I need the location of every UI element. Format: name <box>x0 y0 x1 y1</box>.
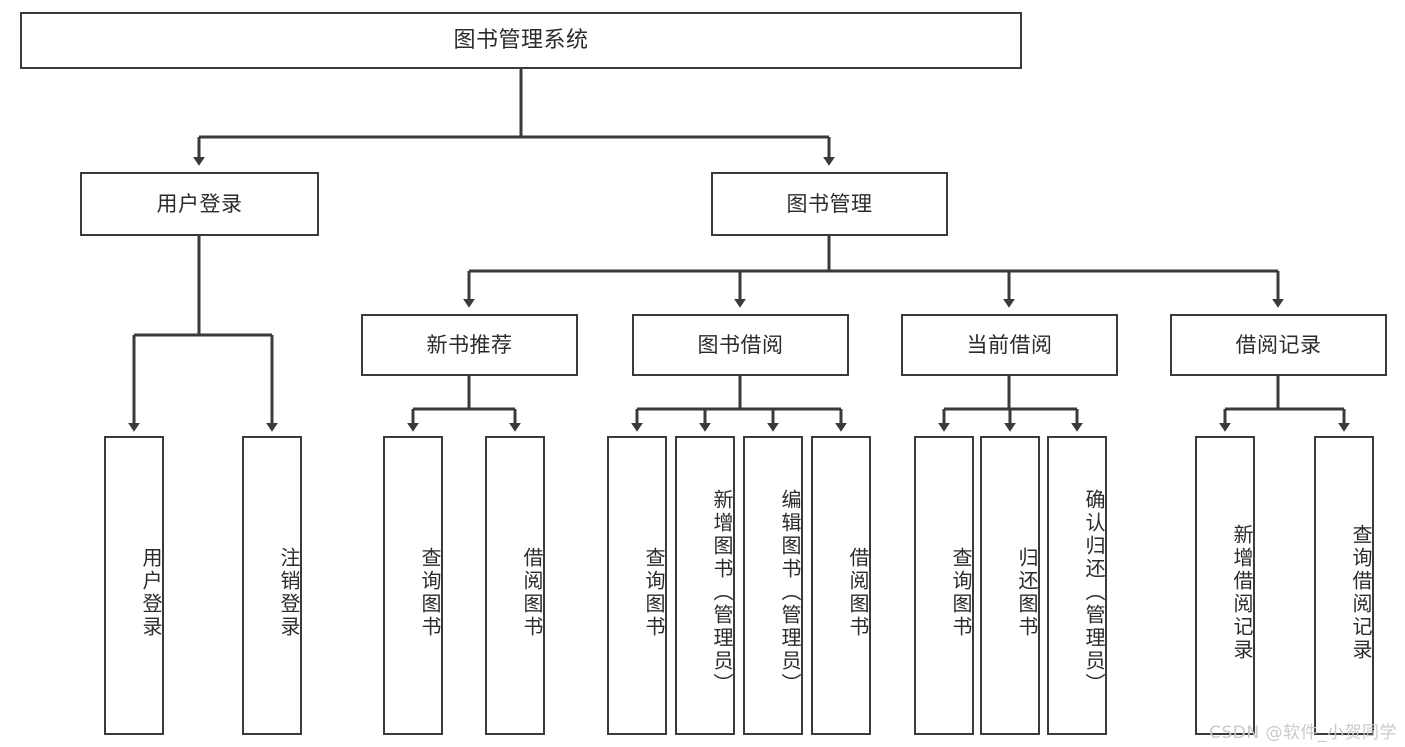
leaf-borrow-book-2[interactable]: 借阅图书 <box>811 436 871 735</box>
leaf-logout[interactable]: 注销登录 <box>242 436 302 735</box>
leaf-logout-label: 注销登录 <box>277 546 301 639</box>
leaf-confirm-return-label: 确认归还（管理员） <box>1082 489 1106 696</box>
leaf-return-book[interactable]: 归还图书 <box>980 436 1040 735</box>
leaf-query-record-label: 查询借阅记录 <box>1349 523 1373 662</box>
leaf-add-record[interactable]: 新增借阅记录 <box>1195 436 1255 735</box>
leaf-query-book-3[interactable]: 查询图书 <box>914 436 974 735</box>
leaf-borrow-book-2-label: 借阅图书 <box>846 546 870 639</box>
node-book-management-label: 图书管理 <box>786 191 873 216</box>
leaf-query-book-1-label: 查询图书 <box>418 546 442 639</box>
node-borrow-record-label: 借阅记录 <box>1235 332 1322 357</box>
node-borrow-record[interactable]: 借阅记录 <box>1170 314 1387 376</box>
leaf-query-book-2-label: 查询图书 <box>642 546 666 639</box>
leaf-query-record[interactable]: 查询借阅记录 <box>1314 436 1374 735</box>
leaf-edit-book[interactable]: 编辑图书（管理员） <box>743 436 803 735</box>
leaf-edit-book-label: 编辑图书（管理员） <box>778 489 802 696</box>
node-user-login-label: 用户登录 <box>156 191 243 216</box>
node-book-borrow[interactable]: 图书借阅 <box>632 314 849 376</box>
leaf-add-record-label: 新增借阅记录 <box>1230 523 1254 662</box>
node-new-book-recommend[interactable]: 新书推荐 <box>361 314 578 376</box>
node-root-label: 图书管理系统 <box>453 27 589 53</box>
leaf-confirm-return[interactable]: 确认归还（管理员） <box>1047 436 1107 735</box>
leaf-query-book-2[interactable]: 查询图书 <box>607 436 667 735</box>
node-user-login[interactable]: 用户登录 <box>80 172 319 236</box>
leaf-add-book-label: 新增图书（管理员） <box>710 489 734 696</box>
leaf-borrow-book-1[interactable]: 借阅图书 <box>485 436 545 735</box>
leaf-user-login[interactable]: 用户登录 <box>104 436 164 735</box>
leaf-add-book[interactable]: 新增图书（管理员） <box>675 436 735 735</box>
node-current-borrow[interactable]: 当前借阅 <box>901 314 1118 376</box>
leaf-query-book-1[interactable]: 查询图书 <box>383 436 443 735</box>
leaf-user-login-label: 用户登录 <box>139 546 163 639</box>
leaf-return-book-label: 归还图书 <box>1015 546 1039 639</box>
leaf-query-book-3-label: 查询图书 <box>949 546 973 639</box>
node-book-borrow-label: 图书借阅 <box>697 332 784 357</box>
node-new-book-recommend-label: 新书推荐 <box>426 332 513 357</box>
watermark: CSDN @软件_小贺同学 <box>1209 723 1397 743</box>
leaf-borrow-book-1-label: 借阅图书 <box>520 546 544 639</box>
node-root[interactable]: 图书管理系统 <box>20 12 1022 69</box>
node-book-management[interactable]: 图书管理 <box>711 172 948 236</box>
node-current-borrow-label: 当前借阅 <box>966 332 1053 357</box>
